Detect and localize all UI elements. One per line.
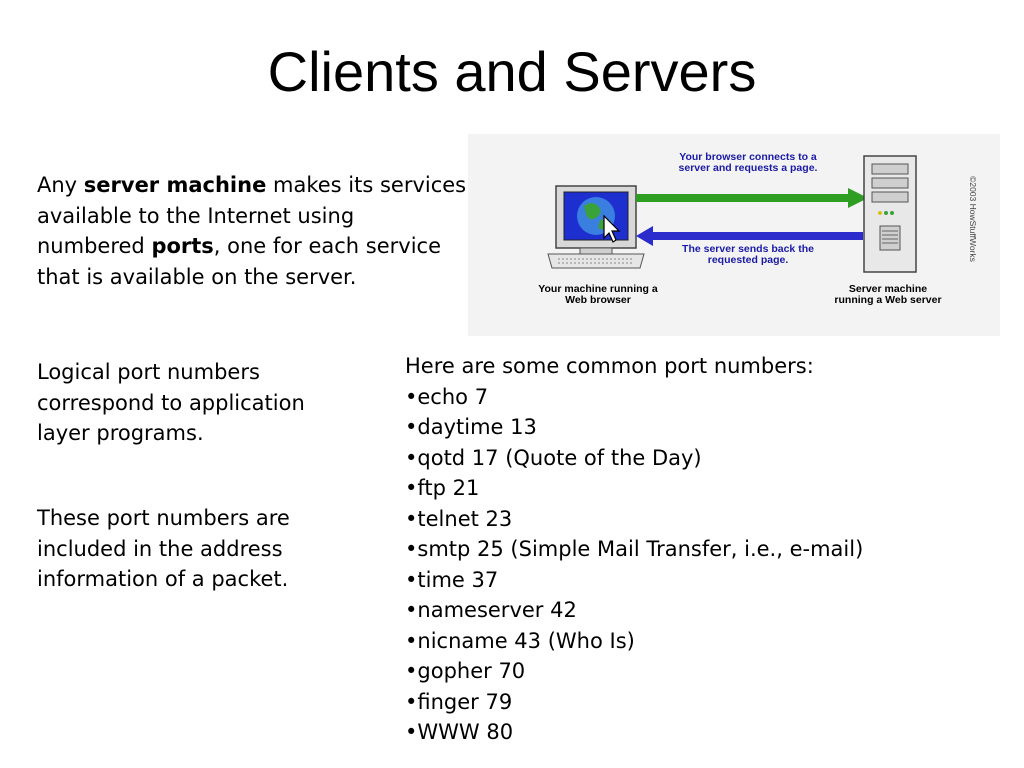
request-label: Your browser connects to a server and re… bbox=[678, 151, 818, 174]
response-label: The server sends back the requested page… bbox=[682, 243, 814, 266]
response-arrow bbox=[636, 226, 863, 246]
port-address-paragraph: These port numbers are included in the a… bbox=[37, 506, 290, 591]
port-list: echo 7 daytime 13 qotd 17 (Quote of the … bbox=[405, 382, 1005, 748]
port-item: nicname 43 (Who Is) bbox=[405, 626, 1005, 657]
port-item: echo 7 bbox=[405, 382, 1005, 413]
port-item: ftp 21 bbox=[405, 473, 1005, 504]
port-numbers-section: Here are some common port numbers: echo … bbox=[405, 351, 1005, 748]
request-arrow bbox=[636, 188, 868, 208]
port-item: telnet 23 bbox=[405, 504, 1005, 535]
client-server-diagram: Your browser connects to a server and re… bbox=[468, 134, 1000, 336]
port-item: time 37 bbox=[405, 565, 1005, 596]
server-machine-label: Server machine running a Web server bbox=[834, 283, 942, 306]
para1-text-middle: makes its services available to the Inte… bbox=[37, 173, 467, 258]
server-tower-icon bbox=[863, 155, 917, 273]
port-item: smtp 25 (Simple Mail Transfer, i.e., e-m… bbox=[405, 534, 1005, 565]
port-list-intro: Here are some common port numbers: bbox=[405, 354, 814, 378]
port-item: nameserver 42 bbox=[405, 595, 1005, 626]
port-item: finger 79 bbox=[405, 687, 1005, 718]
copyright-notice: ©2003 HowStuffWorks bbox=[968, 176, 978, 262]
ports-term: ports bbox=[151, 234, 214, 258]
port-item: gopher 70 bbox=[405, 656, 1005, 687]
client-computer-icon bbox=[547, 185, 645, 269]
logical-ports-paragraph: Logical port numbers correspond to appli… bbox=[37, 360, 305, 445]
slide-title: Clients and Servers bbox=[267, 40, 757, 103]
server-machine-paragraph: Any server machine makes its services av… bbox=[37, 170, 467, 292]
client-machine-label: Your machine running a Web browser bbox=[538, 283, 658, 306]
port-item: daytime 13 bbox=[405, 412, 1005, 443]
port-item: qotd 17 (Quote of the Day) bbox=[405, 443, 1005, 474]
para1-text-start: Any bbox=[37, 173, 84, 197]
port-item: WWW 80 bbox=[405, 717, 1005, 748]
diagram-graphics bbox=[547, 155, 917, 273]
para1-text-end: , one for each service that is available… bbox=[37, 234, 441, 289]
server-machine-term: server machine bbox=[83, 173, 267, 197]
